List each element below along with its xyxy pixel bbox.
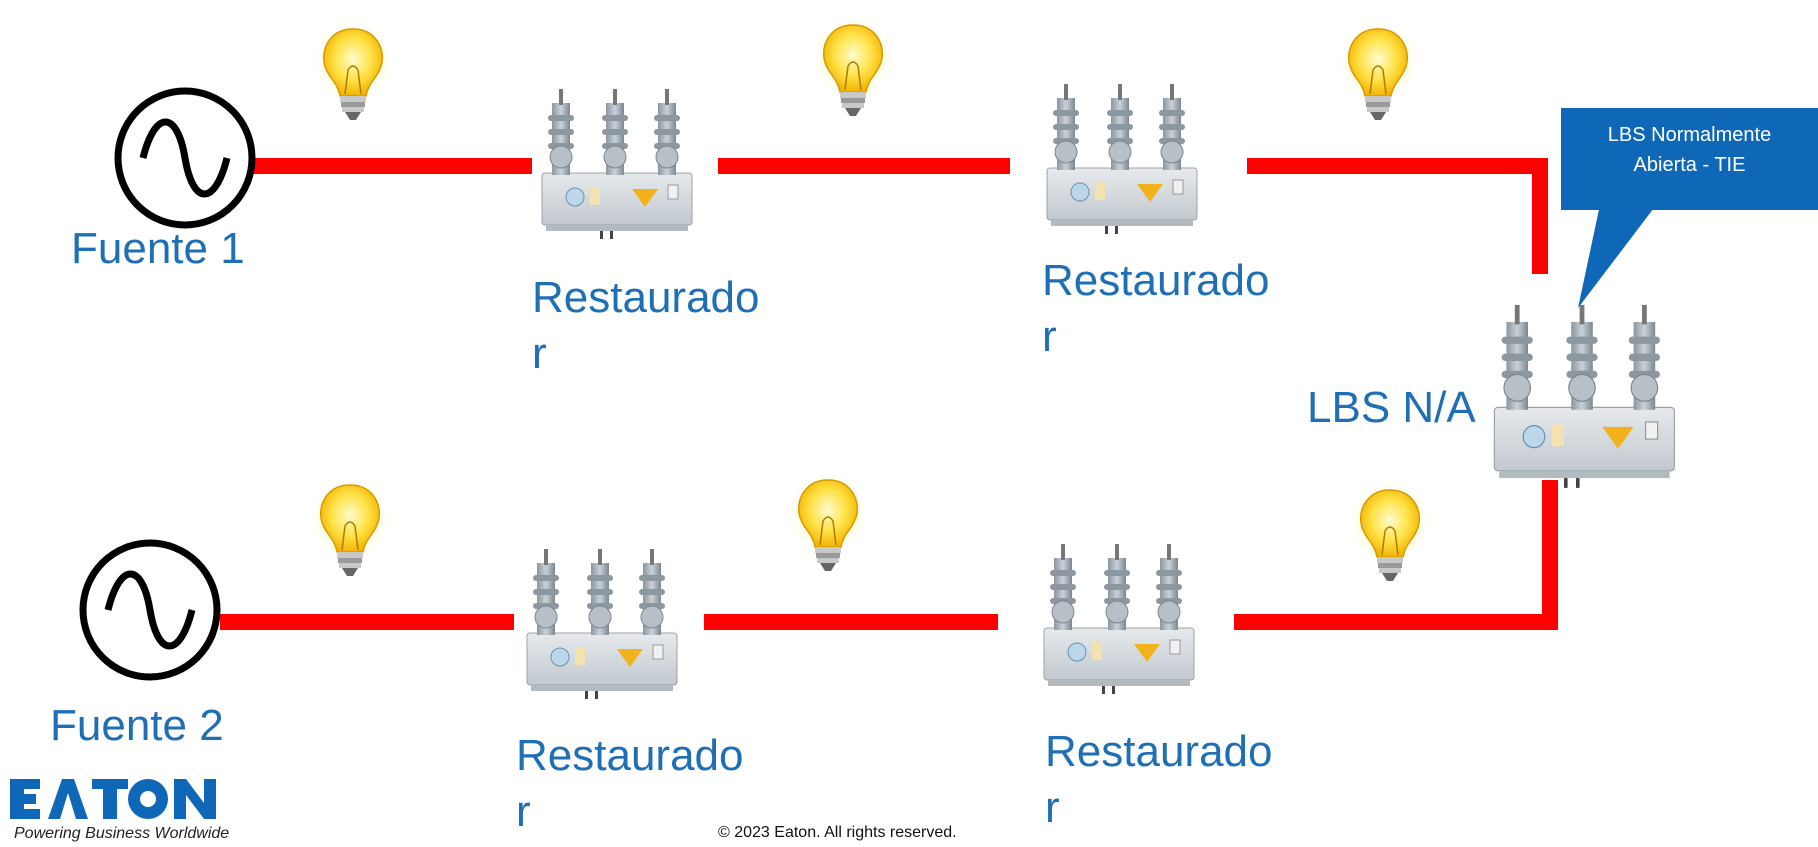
callout-line1: LBS Normalmente bbox=[1607, 124, 1772, 146]
ac-source-2-icon bbox=[83, 543, 217, 677]
light-bulb-icon bbox=[1349, 482, 1431, 582]
light-bulb-icon bbox=[312, 21, 394, 121]
recloser-icon bbox=[541, 88, 693, 240]
source-1-label: Fuente 1 bbox=[71, 224, 245, 273]
light-bulb-icon bbox=[787, 472, 869, 572]
recloser-label-line1: Restaurado bbox=[1045, 727, 1273, 776]
tagline: Powering Business Worldwide bbox=[14, 825, 230, 842]
recloser-label-line1: Restaurado bbox=[1042, 256, 1270, 305]
callout-pointer bbox=[1578, 200, 1660, 308]
feeder-2-lines bbox=[220, 480, 1558, 630]
recloser-label: Restaurado r bbox=[516, 728, 776, 840]
recloser-label: Restaurado r bbox=[1045, 724, 1305, 836]
copyright: © 2023 Eaton. All rights reserved. bbox=[718, 824, 957, 841]
recloser-icon bbox=[1043, 543, 1195, 695]
recloser-label-line2: r bbox=[1045, 783, 1060, 832]
recloser-label-line2: r bbox=[1042, 312, 1057, 361]
recloser-label-line1: Restaurado bbox=[532, 273, 760, 322]
callout-line2: Abierta - TIE bbox=[1633, 154, 1746, 176]
ac-source-1-icon bbox=[118, 91, 252, 225]
light-bulb-icon bbox=[812, 17, 894, 117]
recloser-label-line2: r bbox=[532, 329, 547, 378]
lbs-label: LBS N/A bbox=[1307, 383, 1476, 432]
light-bulb-icon bbox=[309, 477, 391, 577]
recloser-label-line1: Restaurado bbox=[516, 731, 744, 780]
light-bulb-icon bbox=[1337, 21, 1419, 121]
lbs-switch-icon bbox=[1493, 304, 1676, 489]
recloser-label: Restaurado r bbox=[532, 270, 792, 382]
recloser-icon bbox=[1046, 83, 1198, 235]
lbs-callout: LBS Normalmente Abierta - TIE bbox=[1561, 108, 1818, 210]
recloser-label-line2: r bbox=[516, 787, 531, 836]
recloser-label: Restaurado r bbox=[1042, 253, 1302, 365]
feeder-1-lines bbox=[206, 158, 1548, 274]
recloser-icon bbox=[526, 548, 678, 700]
eaton-logo bbox=[10, 779, 216, 819]
source-2-label: Fuente 2 bbox=[50, 701, 224, 750]
